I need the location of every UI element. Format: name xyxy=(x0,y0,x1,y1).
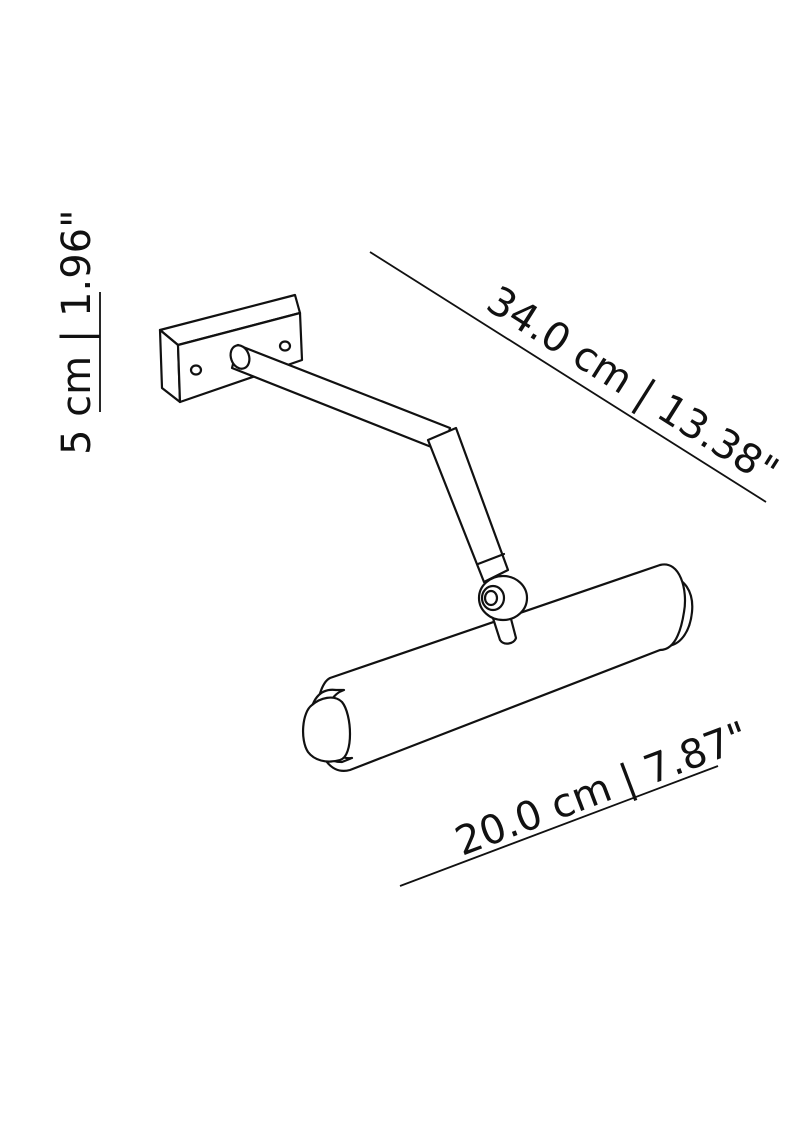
screw-hole-right xyxy=(278,340,292,352)
screw-hole-left xyxy=(189,364,203,376)
swivel-joint xyxy=(477,574,529,645)
height-dimension-label: 5 cm | 1.96" xyxy=(54,210,100,456)
lamp-shade xyxy=(302,563,694,772)
height-dimension: 5 cm | 1.96" xyxy=(54,210,101,456)
shade-width-dimension-label: 20.0 cm | 7.87" xyxy=(449,713,754,865)
shade-width-dimension: 20.0 cm | 7.87" xyxy=(399,713,755,887)
upper-arm xyxy=(229,343,452,454)
lower-arm xyxy=(426,426,510,584)
arm-length-dimension: 34.0 cm | 13.38" xyxy=(369,251,786,503)
arm-length-dimension-label: 34.0 cm | 13.38" xyxy=(479,278,786,496)
